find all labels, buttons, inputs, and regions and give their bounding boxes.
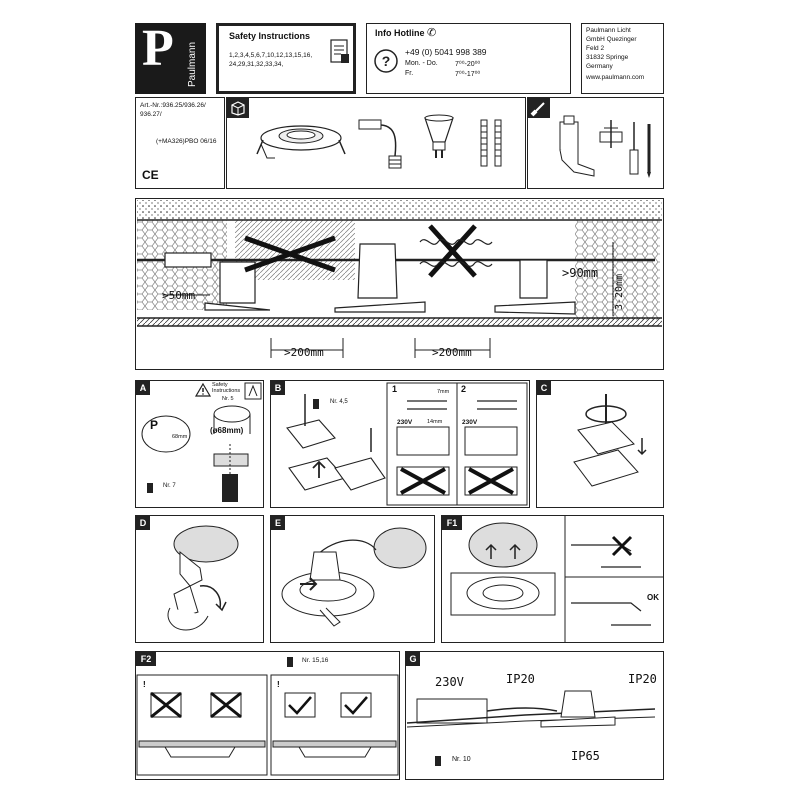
f2-note-icon [287,657,293,667]
bulb-info-icon [244,382,262,400]
step-a-68mm: (ø68mm) [210,426,244,435]
step-g-drawing [406,690,656,728]
terminal-block-drawings [286,394,386,491]
step-b-nr: Nr. 4,5 [330,399,348,405]
company-line-3: Feld 2 [586,45,605,52]
phone-icon: ✆ [427,27,437,39]
clearance-50mm: >50mm [162,289,196,302]
step-g-ip20-right: IP20 [628,672,657,686]
step-g-nr: Nr. 10 [452,756,471,763]
safety-pages: 1,2,3,4,5,6,7,10,12,13,15,16, 24,29,31,3… [229,52,313,68]
step-a-safety-text: Safety Instructions [212,382,241,394]
ceiling-thickness: 3-20mm [614,273,625,310]
company-line-1: Paulmann Licht [586,27,631,34]
step-g-230v: 230V [435,675,464,689]
step-a-label: A [136,381,150,395]
article-number: Art.-Nr.:936.25/936.26/ 936.27/ [140,102,206,118]
step-c-drawing [573,394,647,487]
screwdriver-small-icon [629,122,639,175]
hotline-time2: 7⁰⁰-17⁰⁰ [455,71,481,78]
step-g-label: G [406,652,420,666]
company-url[interactable]: www.paulmann.com [586,74,645,81]
clearance-90mm: >90mm [562,266,599,280]
hotline-days1: Mon. - Do. [405,60,438,67]
hotline-days2: Fr. [405,70,414,77]
step-b-230v-b: 230V [462,419,478,426]
step-b-1: 1 [392,384,398,394]
question-icon: ? [374,49,398,73]
step-f2-label: F2 [136,652,156,666]
step-f2-nr: Nr. 15,16 [302,657,329,664]
brand-circle-icon [141,415,191,453]
safety-instructions-box: Safety Instructions 1,2,3,4,5,6,7,10,12,… [216,23,356,94]
tools-panel [527,97,664,189]
step-b-7mm: 7mm [437,389,450,395]
spacing-200mm-right: >200mm [432,346,472,359]
step-g-ip20-left: IP20 [506,672,535,686]
drill-icon [559,115,595,177]
document-icon [330,39,349,63]
company-address-box: Paulmann Licht GmbH Quezinger Feld 2 318… [581,23,664,94]
svg-text:?: ? [382,53,391,69]
company-line-2: GmbH Quezinger [586,36,637,43]
step-d-label: D [136,516,150,530]
company-line-4: 31832 Springe [586,54,629,61]
wiring-steps-drawing [386,382,528,506]
step-b-2: 2 [461,384,467,394]
hotline-phone: +49 (0) 5041 998 389 [405,47,487,57]
logo-name: Paulmann [187,41,198,87]
step-e-drawing [281,527,427,627]
hotline-title: Info Hotline [375,28,425,38]
warning-icon [194,382,212,397]
svg-text:!: ! [277,680,280,689]
drill-hole-icon [213,444,249,502]
product-code: (+MA326)PBO 06/16 [156,138,217,145]
step-d-drawing [167,525,239,631]
step-f2-drawing: ! ! [136,674,399,776]
connector-cable-icon [358,119,402,169]
g-note-icon [435,756,441,766]
springs-icon [480,119,502,167]
package-contents-panel [226,97,526,189]
paulmann-logo: P Paulmann [135,20,206,94]
note-icon [147,483,153,493]
spacing-200mm-left: >200mm [284,346,324,359]
step-a-nr5: Nr. 5 [222,396,234,402]
hole-diameter-icon [213,405,251,434]
gu10-lamp-icon [424,114,454,158]
step-a-brand: P [150,418,159,432]
ceiling-cross-section [137,200,662,358]
screwdriver-icon [530,102,545,117]
step-a-68mm-small: 68mm [172,434,188,440]
company-line-5: Germany [586,63,613,70]
hotline-time1: 7⁰⁰-20⁰⁰ [455,61,481,68]
ce-mark: CE [142,168,159,182]
safety-title: Safety Instructions [229,31,311,41]
step-e-label: E [271,516,285,530]
svg-text:!: ! [143,680,146,689]
downlight-fixture-icon [256,125,346,159]
step-c-label: C [537,381,551,395]
step-f1-drawing [450,515,664,643]
step-b-label: B [271,381,285,395]
box-icon [231,101,245,116]
logo-letter: P [142,20,174,77]
b-note-icon [313,399,319,409]
pencil-icon [647,124,651,178]
step-a-nr7: Nr. 7 [163,483,176,489]
step-f1-label: F1 [442,516,462,530]
hole-saw-icon [599,120,623,148]
step-f1-ok: OK [647,593,659,602]
step-g-ip65: IP65 [571,749,600,763]
info-hotline-box: Info Hotline ✆ ? +49 (0) 5041 998 389 Mo… [366,23,571,94]
step-b-14mm: 14mm [427,419,443,425]
product-info-panel: Art.-Nr.:936.25/936.26/ 936.27/ (+MA326)… [135,97,225,189]
step-b-230v-a: 230V [397,419,413,426]
